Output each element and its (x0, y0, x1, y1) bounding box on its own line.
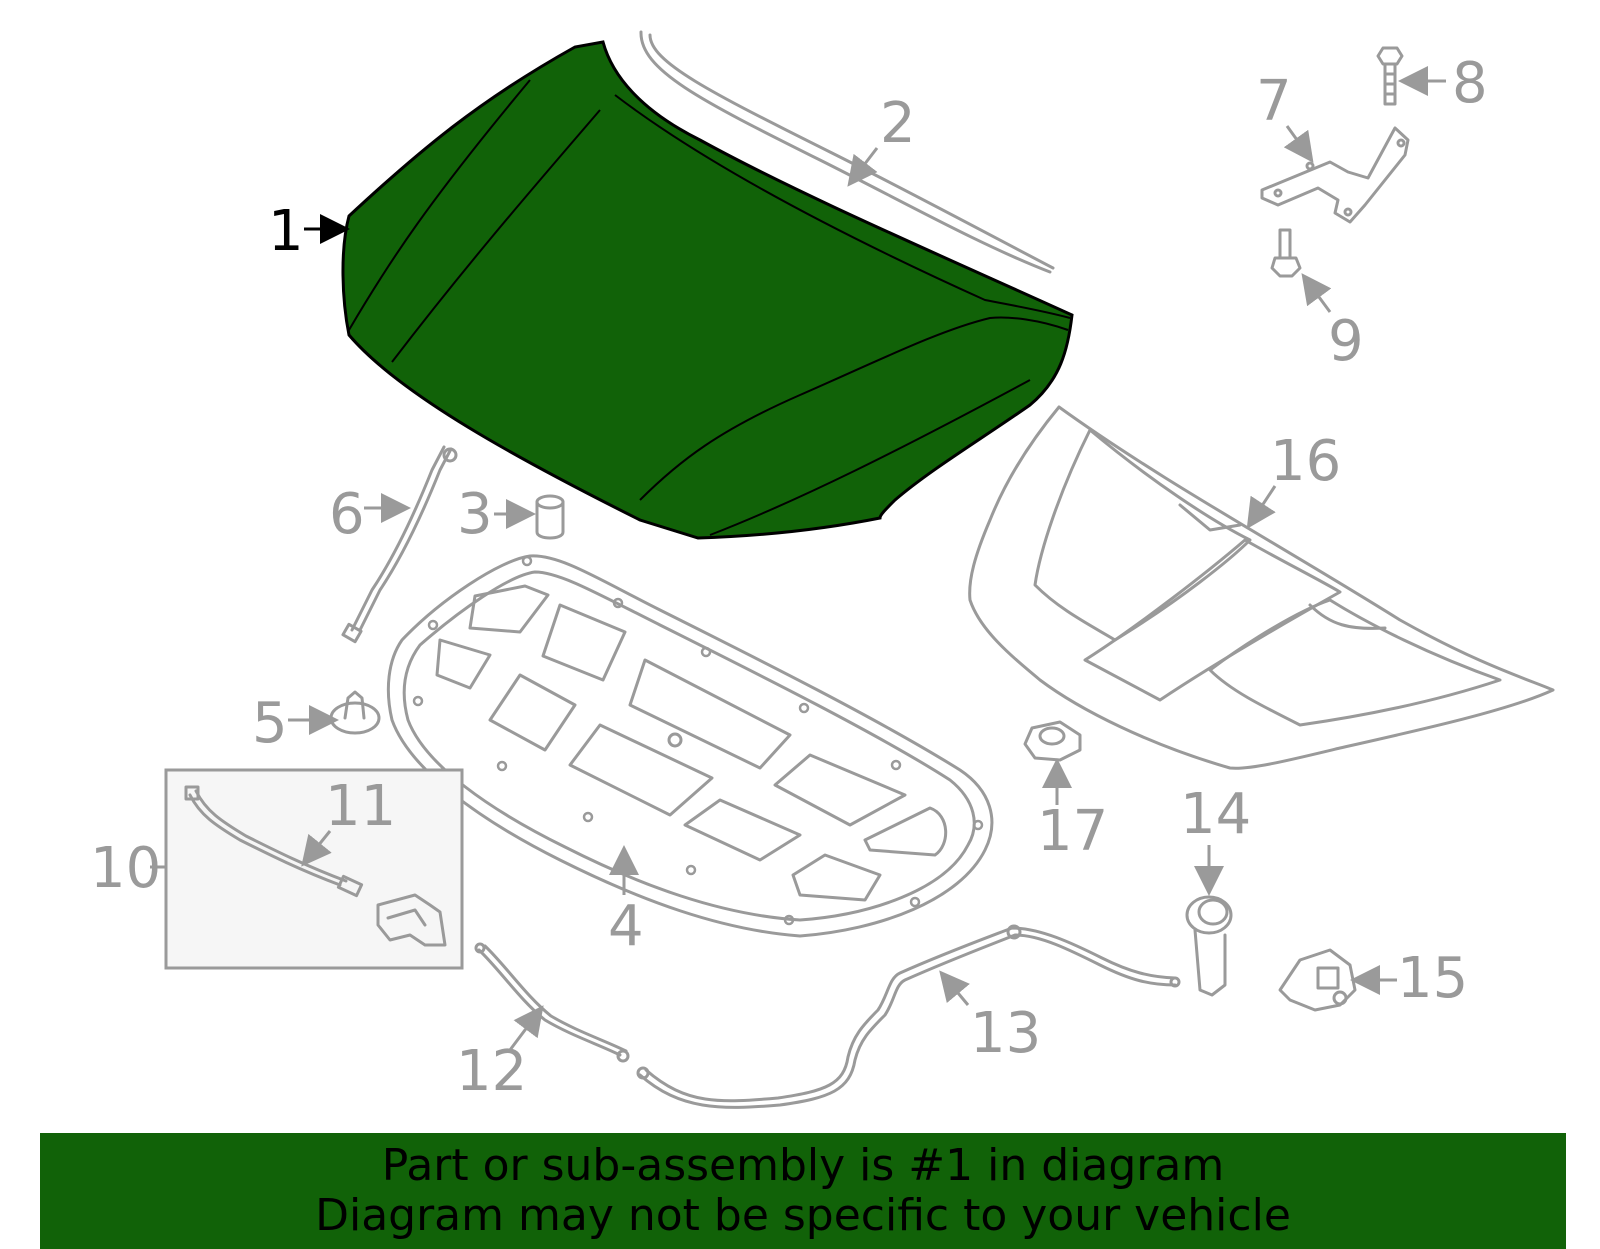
hood-part-1[interactable] (341, 40, 1074, 540)
bumper-part-3[interactable] (535, 494, 565, 540)
callout-13-arrow (939, 970, 970, 1006)
callout-12-arrow (508, 1005, 544, 1051)
pad-holes (412, 555, 984, 926)
callout-14[interactable]: 14 (1180, 782, 1251, 847)
callout-17[interactable]: 17 (1037, 799, 1108, 864)
nut-part-17[interactable] (1023, 720, 1082, 762)
callout-13[interactable]: 13 (970, 1001, 1041, 1066)
hood-latch-part-15[interactable] (1278, 948, 1357, 1012)
hood-outline-part-16[interactable] (968, 405, 1555, 770)
callout-11[interactable]: 11 (325, 774, 396, 839)
disclaimer-banner: Part or sub-assembly is #1 in diagram Di… (40, 1133, 1566, 1249)
hood-stay-part-6[interactable] (341, 445, 458, 644)
callout-2-arrow (847, 147, 879, 187)
release-cable-part-12[interactable] (474, 942, 630, 1063)
bolt-part-9[interactable] (1270, 228, 1302, 278)
callout-15[interactable]: 15 (1397, 946, 1468, 1011)
banner-line-1: Part or sub-assembly is #1 in diagram (381, 1140, 1225, 1191)
clip-part-5[interactable] (329, 690, 381, 735)
callout-7-arrow (1283, 125, 1314, 163)
callout-16[interactable]: 16 (1270, 429, 1341, 494)
callout-9[interactable]: 9 (1328, 309, 1364, 374)
hinge-part-7[interactable] (1260, 126, 1410, 224)
callout-8[interactable]: 8 (1452, 51, 1488, 116)
callout-6[interactable]: 6 (329, 482, 365, 547)
bolt-part-8[interactable] (1376, 46, 1404, 106)
callout-3[interactable]: 3 (457, 482, 493, 547)
callout-1[interactable]: 1 (268, 199, 304, 264)
release-cable-part-13[interactable] (636, 924, 1181, 1109)
callout-2[interactable]: 2 (880, 91, 916, 156)
weatherstrip-part-2[interactable] (639, 30, 1055, 274)
callout-4[interactable]: 4 (608, 894, 644, 959)
banner-line-2: Diagram may not be specific to your vehi… (315, 1190, 1291, 1241)
callout-12[interactable]: 12 (456, 1039, 527, 1104)
callout-11-arrow (301, 830, 332, 867)
harness-part-11[interactable] (184, 785, 447, 947)
insulator-pad-part-4[interactable] (386, 554, 994, 938)
callout-9-arrow (1301, 273, 1332, 313)
callout-10[interactable]: 10 (90, 836, 161, 901)
callout-7[interactable]: 7 (1256, 69, 1292, 134)
callout-16-arrow (1246, 485, 1277, 530)
callout-5[interactable]: 5 (252, 691, 288, 756)
release-handle-part-14[interactable] (1185, 895, 1233, 997)
